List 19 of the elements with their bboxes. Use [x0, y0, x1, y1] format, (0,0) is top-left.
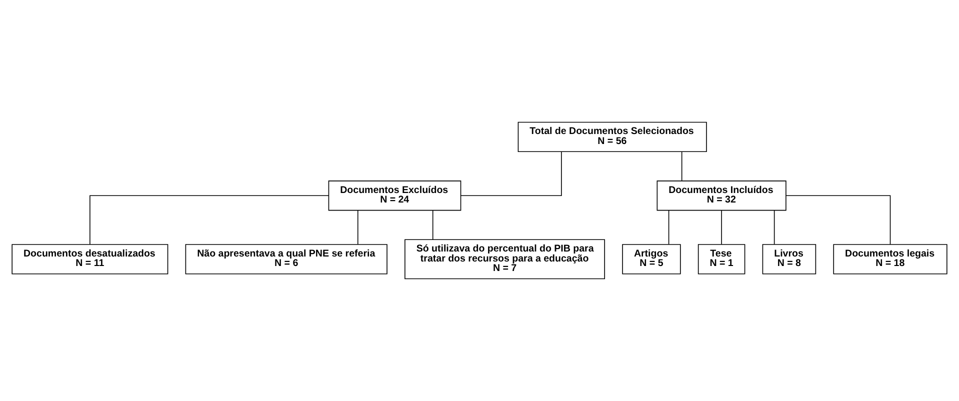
connector: [721, 210, 722, 245]
connector: [786, 195, 891, 245]
node-box: Só utilizava do percentual do PIB para tratar dos recursos para a educação N = 7: [404, 239, 606, 280]
connector: [90, 195, 330, 245]
node-box: Tese N = 1: [698, 244, 746, 274]
connector: [774, 210, 775, 245]
connector: [668, 210, 670, 245]
node-box: Não apresentava a qual PNE se referia N = 6: [185, 244, 388, 274]
node-box: Total de Documentos Selecionados N = 56: [518, 122, 707, 152]
node-box: Documentos desatualizados N = 11: [12, 244, 168, 274]
node-box: Documentos Incluídos N = 32: [656, 180, 786, 211]
connector: [432, 210, 434, 240]
node-box: Documentos legais N = 18: [833, 244, 948, 274]
node-box: Documentos Excluídos N = 24: [328, 180, 462, 211]
node-box: Artigos N = 5: [622, 244, 681, 274]
connector: [681, 151, 682, 182]
node-box: Livros N = 8: [762, 244, 816, 274]
connector: [357, 210, 358, 245]
connector: [460, 151, 562, 196]
